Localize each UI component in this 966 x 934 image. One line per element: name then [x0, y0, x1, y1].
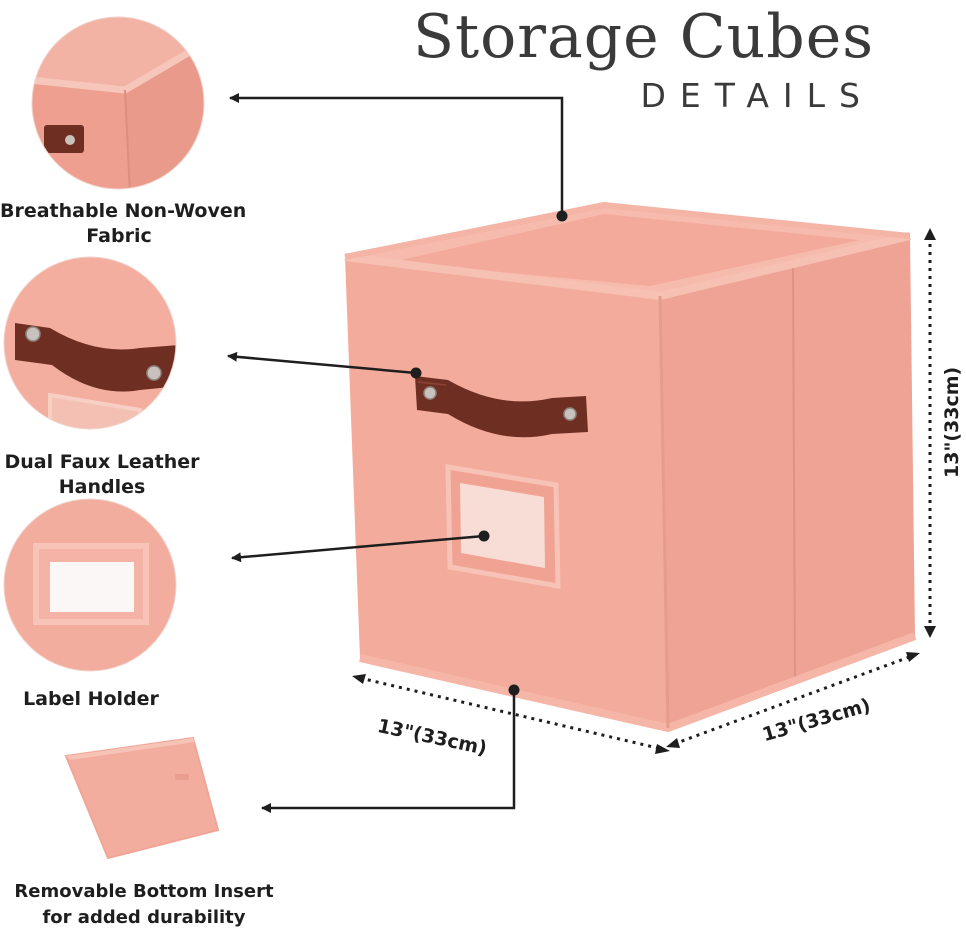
dimension-lines: [359, 236, 932, 751]
feature-label-fabric: Breathable Non-Woven Fabric: [0, 200, 247, 247]
dimension-height-label: 13"(33cm): [941, 366, 963, 478]
cube-interior-shade: [392, 214, 860, 286]
label-holder-closeup: [4, 499, 176, 671]
feature-label-label-holder: Label Holder: [23, 688, 159, 710]
cube-label-holder: [445, 464, 561, 589]
cube-side-panel: [660, 236, 915, 728]
fabric-closeup: [32, 17, 204, 189]
feature-label-handles: Dual Faux Leather Handles: [4, 451, 200, 498]
storage-cube-illustration: [344, 202, 917, 732]
cube-handle: [415, 376, 588, 438]
page-subtitle: DETAILS: [640, 76, 874, 115]
pointer-dots: [410, 210, 568, 696]
bottom-insert-board: [64, 736, 220, 860]
handle-closeup: [4, 257, 176, 429]
feature-label-bottom-insert: Removable Bottom Insert for added durabi…: [14, 881, 274, 928]
pointer-lines: [227, 93, 564, 813]
page-title: Storage Cubes: [412, 2, 874, 72]
dimension-arrowheads: [352, 228, 936, 754]
